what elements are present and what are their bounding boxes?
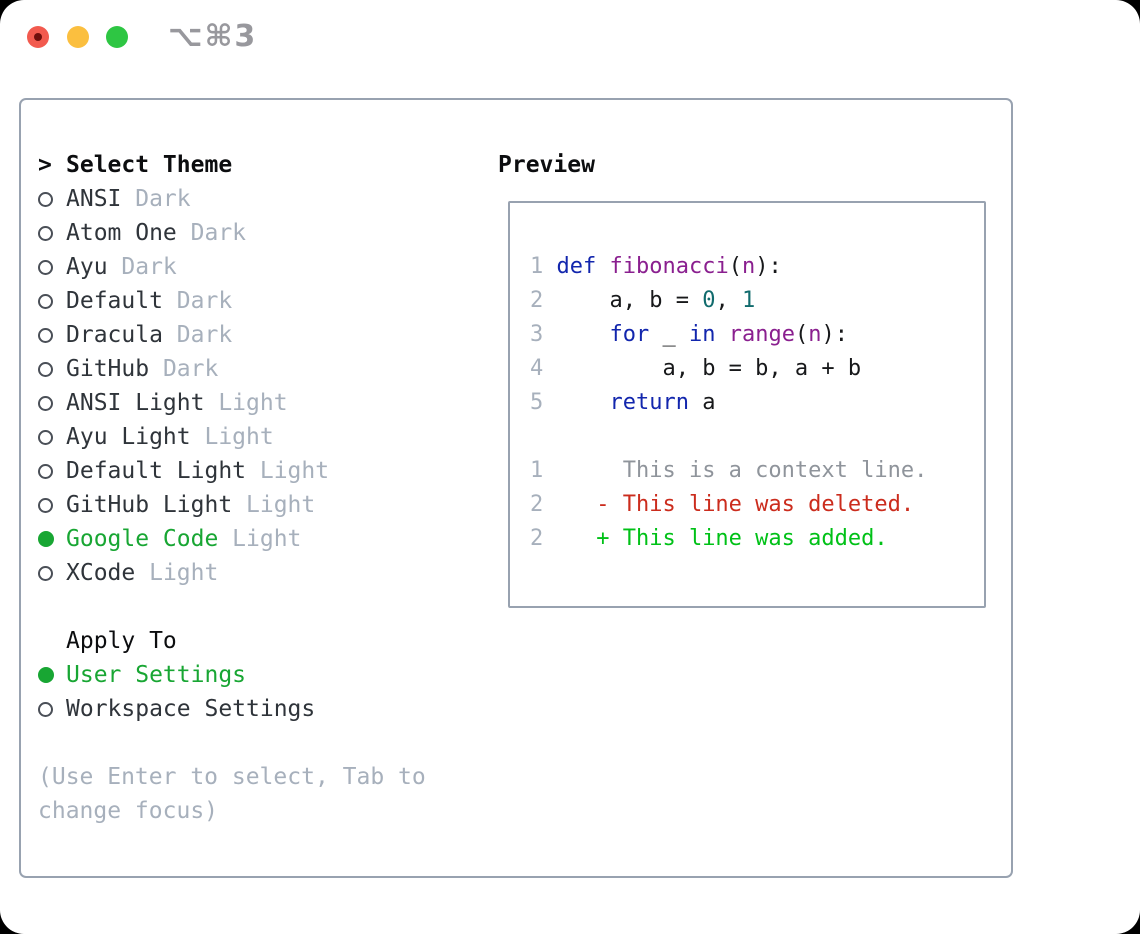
radio-icon (38, 497, 53, 513)
option-tag: Dark (176, 322, 233, 348)
theme-option[interactable]: Dracula Dark (38, 318, 468, 352)
close-dot-icon (34, 33, 42, 41)
marker-cell (38, 565, 66, 581)
code-line: 2 a, b = 0, 1 (530, 288, 756, 313)
marker-cell (38, 191, 66, 207)
select-theme-title: Select Theme (66, 152, 233, 178)
option-tag: Light (218, 390, 288, 416)
spacer (38, 726, 468, 760)
theme-option[interactable]: GitHub Light Light (38, 488, 468, 522)
radio-icon (38, 429, 53, 445)
theme-option[interactable]: ANSI Light Light (38, 386, 468, 420)
option-label: Ayu (66, 254, 108, 280)
code-line: 2 - This line was deleted. (530, 492, 915, 517)
option-label: Atom One (66, 220, 177, 246)
radio-icon (38, 463, 53, 479)
radio-selected-icon (38, 531, 54, 547)
radio-selected-icon (38, 667, 54, 683)
theme-option[interactable]: Ayu Light Light (38, 420, 468, 454)
code-preview: 1 def fibonacci(n): 2 a, b = 0, 1 3 for _ … (530, 250, 984, 556)
radio-icon (38, 395, 53, 411)
code-line: 1 This is a context line. (530, 458, 928, 483)
option-tag: Light (204, 424, 274, 450)
option-label: XCode (66, 560, 136, 586)
option-tag: Dark (135, 186, 191, 212)
theme-option[interactable]: GitHub Dark (38, 352, 468, 386)
apply-to-title: Apply To (66, 628, 177, 654)
theme-option[interactable]: Atom One Dark (38, 216, 468, 250)
marker-cell (38, 497, 66, 513)
option-tag: Dark (190, 220, 247, 246)
spacer (38, 590, 468, 624)
marker-cell (38, 667, 66, 683)
marker-cell (38, 293, 66, 309)
code-line: 5 return a (530, 390, 716, 415)
radio-icon (38, 293, 53, 309)
code-line: 1 def fibonacci(n): (530, 254, 782, 279)
option-tag: Light (149, 560, 219, 586)
apply-to-option[interactable]: User Settings (38, 658, 468, 692)
theme-option[interactable]: ANSI Dark (38, 182, 468, 216)
option-label: Dracula (66, 322, 163, 348)
option-tag: Light (259, 458, 330, 484)
theme-option[interactable]: Default Light Light (38, 454, 468, 488)
radio-icon (38, 565, 53, 581)
marker-cell (38, 259, 66, 275)
code-line: 2 + This line was added. (530, 526, 888, 551)
option-tag: Dark (162, 356, 219, 382)
marker-cell (38, 225, 66, 241)
titlebar: ⌥⌘3 (0, 0, 1140, 75)
close-button[interactable] (27, 26, 49, 48)
marker-cell (38, 395, 66, 411)
option-label: Default (66, 288, 163, 314)
marker-cell (38, 463, 66, 479)
theme-option[interactable]: Google Code Light (38, 522, 468, 556)
theme-option[interactable]: XCode Light (38, 556, 468, 590)
preview-pane: 1 def fibonacci(n): 2 a, b = 0, 1 3 for _ … (508, 201, 986, 608)
option-label: User Settings (66, 662, 247, 688)
radio-icon (38, 259, 53, 275)
fullscreen-button[interactable] (106, 26, 128, 48)
marker-cell (38, 531, 66, 547)
radio-icon (38, 225, 53, 241)
option-label: Workspace Settings (66, 696, 316, 722)
code-line: 3 for _ in range(n): (530, 322, 848, 347)
marker-cell (38, 701, 66, 717)
code-line (530, 420, 984, 454)
theme-option[interactable]: Default Dark (38, 284, 468, 318)
code-line: 4 a, b = b, a + b (530, 356, 862, 381)
option-tag: Dark (176, 288, 233, 314)
radio-icon (38, 361, 53, 377)
help-text: (Use Enter to select, Tab to change focu… (38, 764, 426, 824)
preview-title: Preview (498, 152, 595, 178)
cursor-arrow-icon: > (38, 152, 52, 178)
option-tag: Light (246, 492, 316, 518)
option-tag: Light (232, 526, 302, 552)
option-label: Google Code (66, 526, 219, 552)
marker-cell (38, 429, 66, 445)
radio-icon (38, 327, 53, 343)
marker-cell (38, 361, 66, 377)
window-title: ⌥⌘3 (168, 19, 258, 54)
marker-cell (38, 327, 66, 343)
apply-to-option[interactable]: Workspace Settings (38, 692, 468, 726)
option-label: ANSI (66, 186, 122, 212)
option-tag: Dark (121, 254, 177, 280)
select-theme-header: > Select Theme (38, 148, 468, 182)
option-label: Ayu Light (66, 424, 191, 450)
minimize-button[interactable] (67, 26, 89, 48)
radio-icon (38, 701, 53, 717)
option-label: GitHub Light (66, 492, 233, 518)
theme-option[interactable]: Ayu Dark (38, 250, 468, 284)
option-label: GitHub (66, 356, 150, 382)
option-label: Default Light (66, 458, 247, 484)
radio-icon (38, 191, 53, 207)
apply-to-header: Apply To (38, 624, 468, 658)
option-label: ANSI Light (66, 390, 205, 416)
